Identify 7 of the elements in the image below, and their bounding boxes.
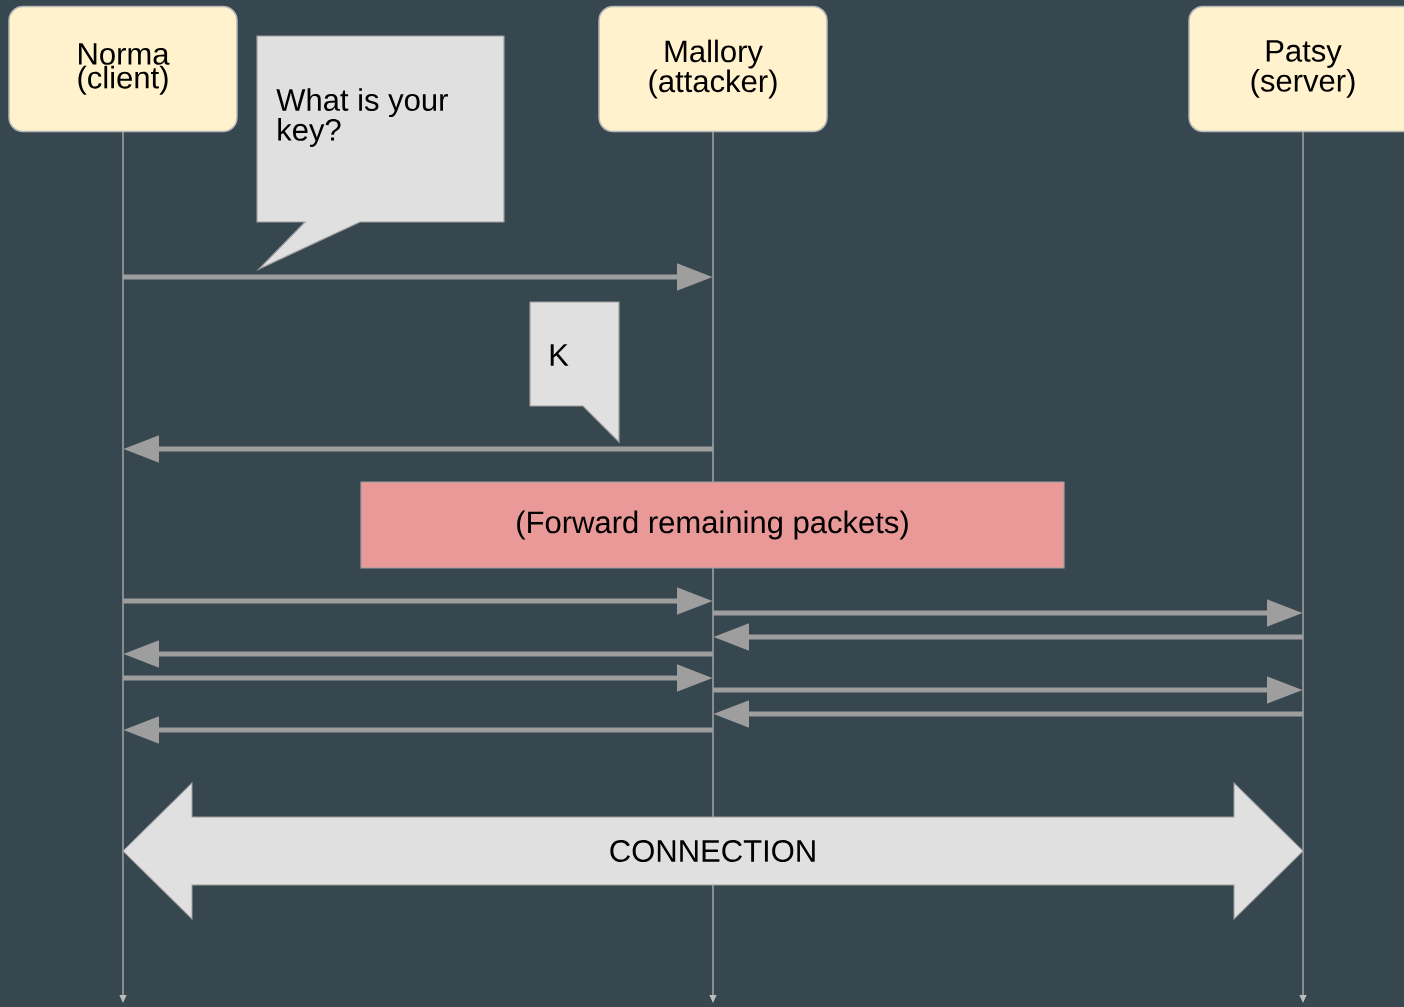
- speech-bubble: K: [529, 301, 620, 444]
- edge-label: CONNECTION: [606, 838, 820, 864]
- speech-bubble: What is your key?: [256, 35, 505, 271]
- participant-lifeline: Patsy (server): [1188, 5, 1404, 1003]
- double-arrow: [122, 782, 1304, 920]
- participant-lifeline: Norma (client): [8, 5, 238, 1003]
- note-box: (Forward remaining packets): [360, 481, 1065, 569]
